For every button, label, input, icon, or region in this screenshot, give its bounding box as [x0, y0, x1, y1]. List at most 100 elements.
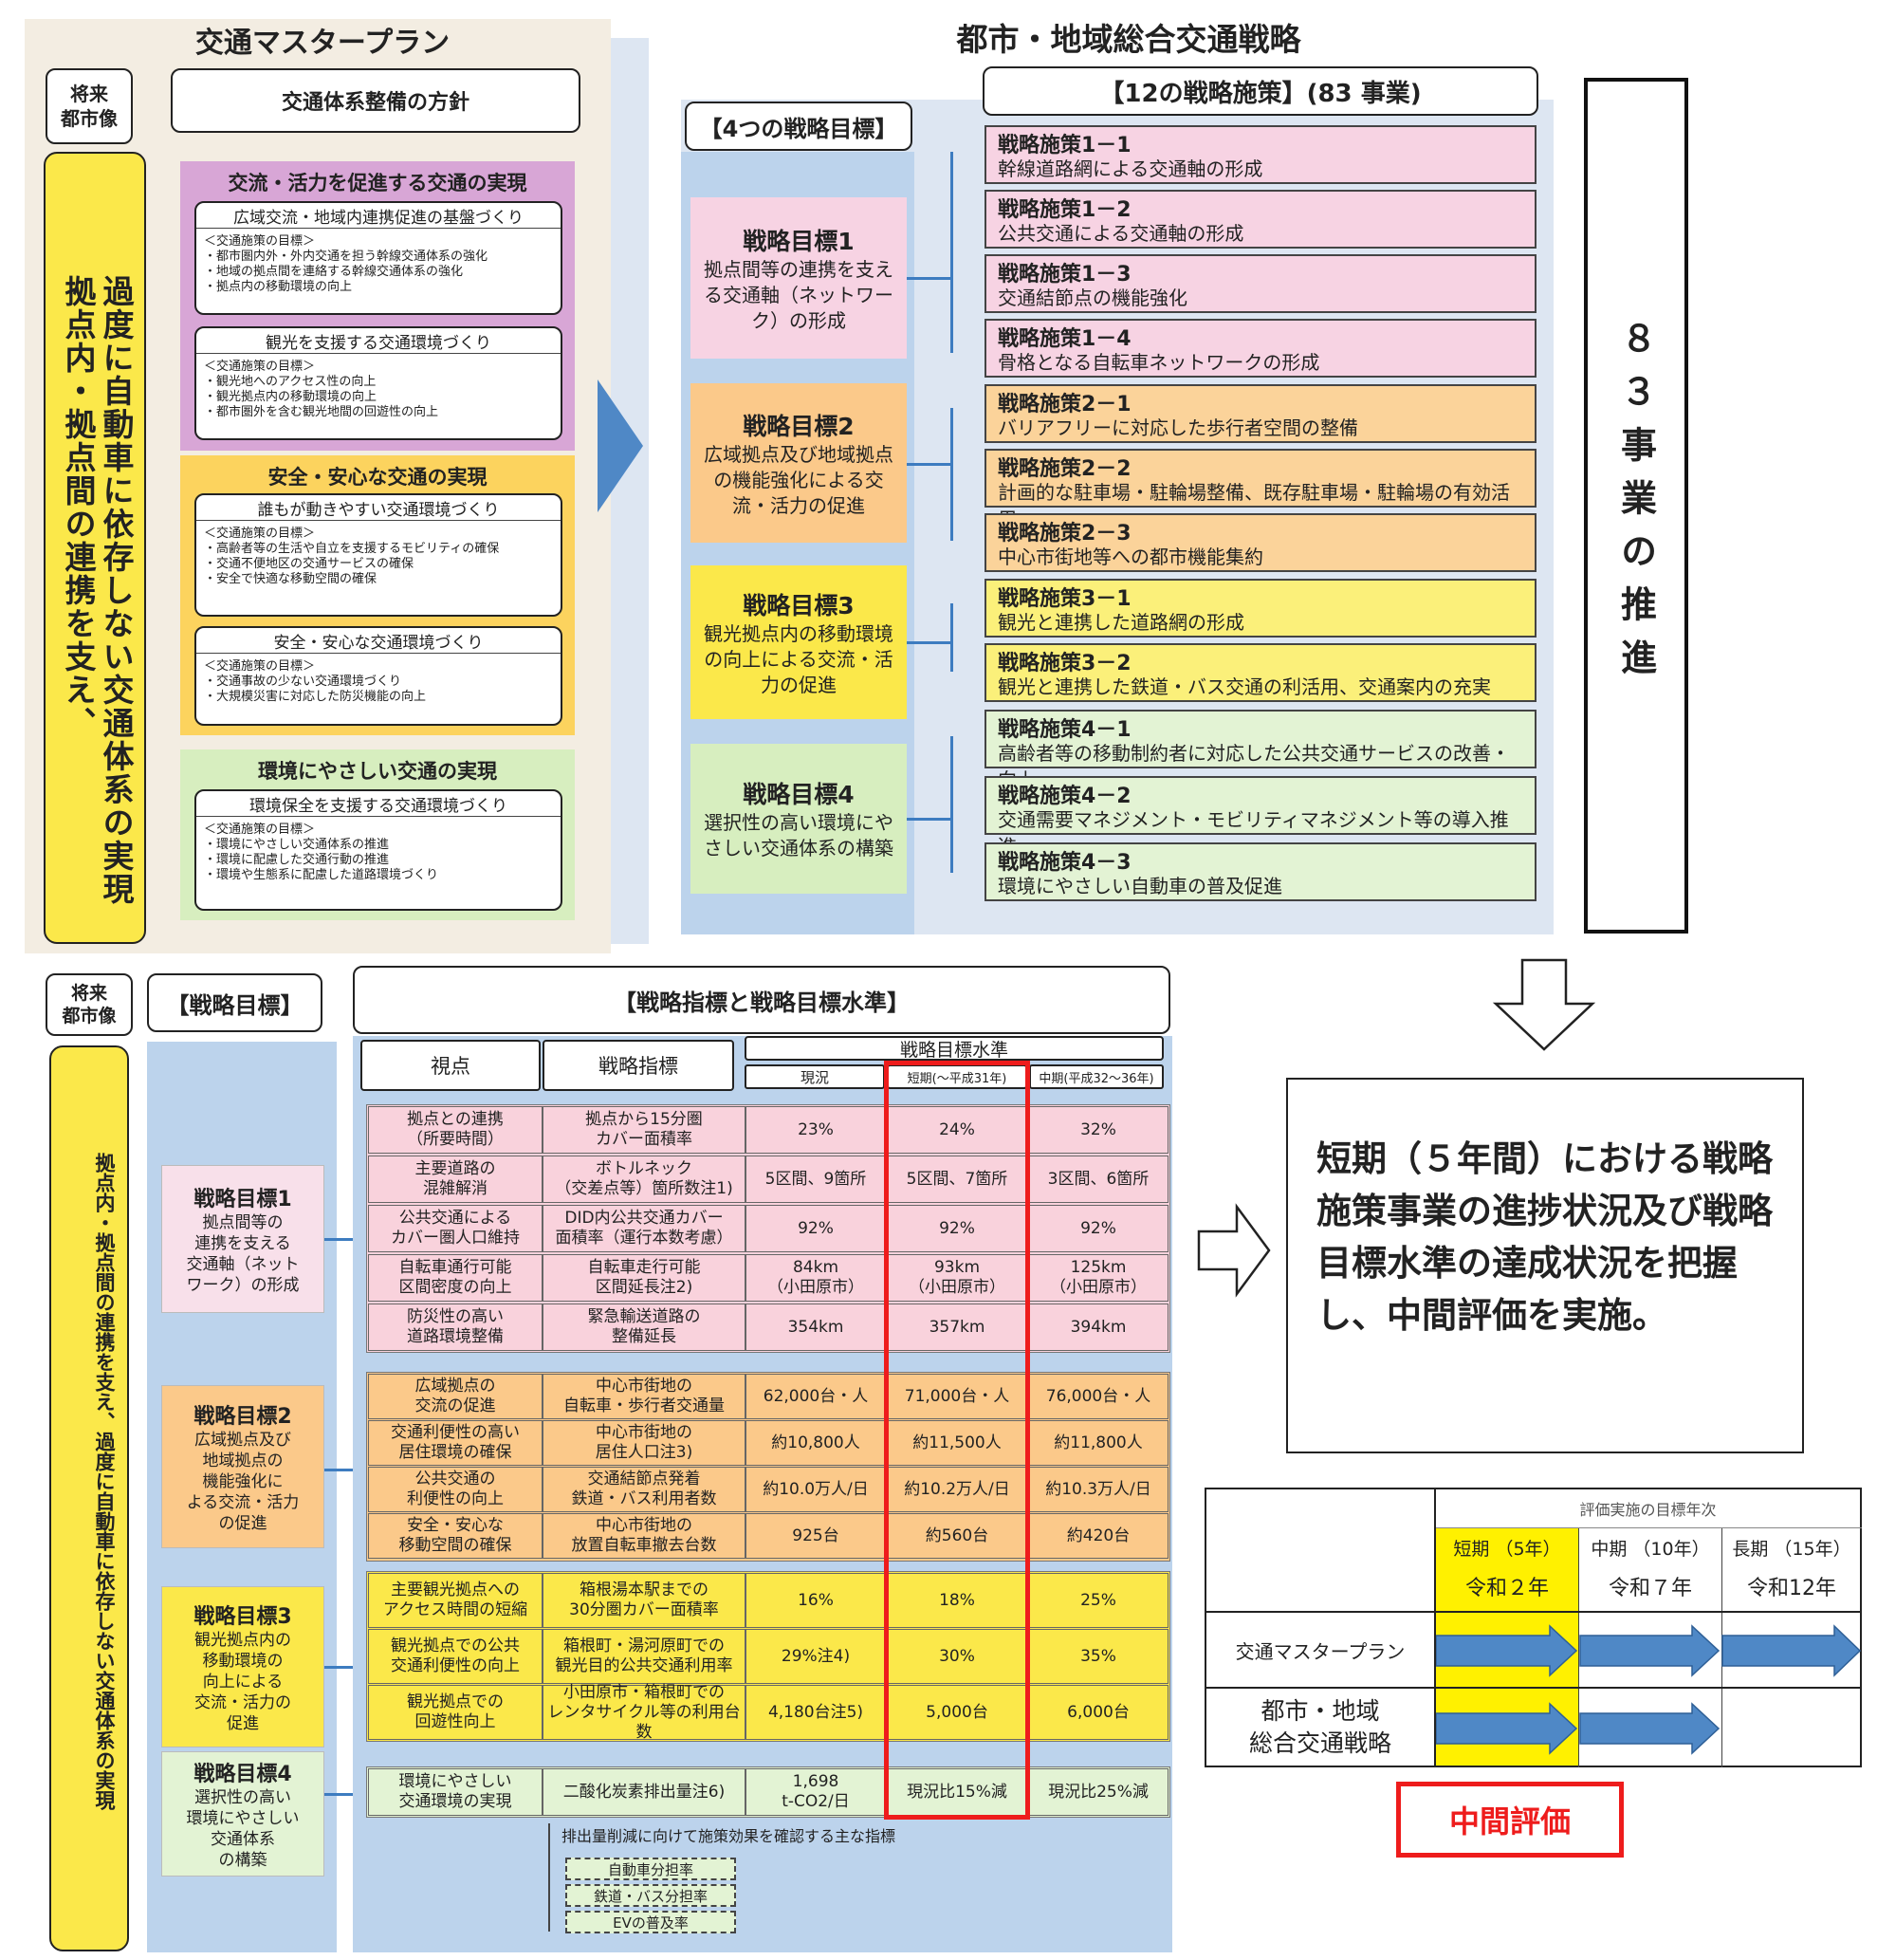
eval-hline-title: [1436, 1527, 1862, 1528]
vision-band: [44, 152, 146, 944]
row-7-viewpoint: 交通利便性の高い 居住環境の確保: [368, 1420, 543, 1466]
eval-plan-strategy: 都市・地域 総合交通戦略: [1248, 1697, 1391, 1757]
measure-2-1-text: バリアフリーに対応した歩行者空間の整備: [998, 416, 1358, 439]
master-plan-title: 交通マスタープラン: [194, 27, 451, 60]
policy-sub-2-2-title: 安全・安心な交通環境づくり: [196, 628, 561, 654]
eval-plan-master: 交通マスタープラン: [1235, 1639, 1406, 1663]
strategy-goal-1-text: 拠点間等の連携を支える交通軸（ネットワーク）の形成: [704, 257, 893, 332]
row-2-indicator: ボトルネック （交差点等）箇所数注1): [543, 1156, 745, 1203]
policy-label: 交通体系整備の方針: [171, 68, 580, 133]
measure-3-1-text: 観光と連携した道路網の形成: [998, 611, 1244, 634]
eval-period-mid: 中期 （10年）: [1591, 1538, 1710, 1560]
bottom-connector-2: [324, 1469, 364, 1471]
outline-arrow-icon: [1197, 1203, 1271, 1298]
eval-period-long: 長期 （15年）: [1732, 1538, 1851, 1560]
row-13-viewpoint: 環境にやさしい 交通環境の実現: [368, 1768, 543, 1816]
measure-4-2-title: 戦略施策4－2: [998, 785, 1132, 808]
short-term-highlight: [884, 1061, 1030, 1820]
row-12-mid: 6,000台: [1028, 1685, 1169, 1740]
bottom-goal-2: 戦略目標2 広域拠点及び 地域拠点の 機能強化に よる交流・活力 の促進: [161, 1385, 324, 1548]
policy-sub-2-1: 誰もが動きやすい交通環境づくり ＜交通施策の目標＞ ・高齢者等の生活や自立を支援…: [194, 493, 562, 617]
row-4-indicator: 自転車走行可能 区間延長注2): [543, 1254, 745, 1302]
strategy-title: 都市・地域総合交通戦略: [956, 21, 1301, 58]
evaluation-summary-text: 短期（５年間）における戦略施策事業の進捗状況及び戦略目標水準の達成状況を把握し、…: [1316, 1138, 1773, 1336]
measure-1-1-text: 幹線道路網による交通軸の形成: [998, 157, 1263, 180]
row-2-mid: 3区間、6箇所: [1028, 1156, 1169, 1203]
strategy-goal-4-text: 選択性の高い環境にやさしい交通体系の構築: [704, 811, 893, 860]
measure-4-3-text: 環境にやさしい自動車の普及促進: [998, 875, 1282, 897]
bottom-goal-2-text: 広域拠点及び 地域拠点の 機能強化に よる交流・活力 の促進: [186, 1431, 300, 1533]
row-9-indicator: 中心市街地の 放置自転車撤去台数: [543, 1513, 745, 1559]
table-group-4: [366, 1766, 1170, 1818]
row-10-current: 16%: [745, 1573, 886, 1628]
policy-group-1-title: 交流・活力を促進する交通の実現: [228, 172, 527, 194]
emission-note: 排出量削減に向けて施策効果を確認する主な指標: [561, 1827, 896, 1845]
policy-sub-2-2: 安全・安心な交通環境づくり ＜交通施策の目標＞ ・交通事故の少ない交通環境づくり…: [194, 626, 562, 726]
row-12-viewpoint: 観光拠点での 回遊性向上: [368, 1685, 543, 1740]
row-11-indicator: 箱根町・湯河原町での 観光目的公共交通利用率: [543, 1629, 745, 1684]
midterm-evaluation-label: 中間評価: [1396, 1782, 1624, 1858]
bottom-connector-4: [324, 1793, 364, 1796]
row-7-current: 約10,800人: [745, 1420, 886, 1466]
bottom-goal-4: 戦略目標4 選択性の高い 環境にやさしい 交通体系 の構築: [161, 1751, 324, 1877]
row-3-indicator: DID内公共交通カバー 面積率（運行本数考慮）: [543, 1205, 745, 1252]
eval-vline-1: [1434, 1488, 1436, 1767]
col-level: 戦略目標水準: [745, 1036, 1164, 1061]
connector-g3-v: [950, 603, 953, 672]
row-3-mid: 92%: [1028, 1205, 1169, 1252]
connector-g4-v: [950, 736, 953, 873]
col-mid: 中期(平成32～36年): [1029, 1064, 1164, 1089]
policy-sub-1-2: 観光を支援する交通環境づくり ＜交通施策の目標＞ ・観光地へのアクセス性の向上 …: [194, 326, 562, 440]
connector-g4: [907, 818, 952, 821]
row-1-indicator: 拠点から15分圏 カバー面積率: [543, 1106, 745, 1154]
row-13-current: 1,698 t-CO2/日: [745, 1768, 886, 1816]
policy-group-3-title: 環境にやさしい交通の実現: [258, 760, 497, 783]
row-13-indicator: 二酸化炭素排出量注6): [543, 1768, 745, 1816]
row-7-indicator: 中心市街地の 居住人口注3): [543, 1420, 745, 1466]
col-indicator: 戦略指標: [543, 1040, 734, 1091]
row-2-current: 5区間、9箇所: [745, 1156, 886, 1203]
table-group-3: [366, 1571, 1170, 1742]
connector-g1: [907, 277, 952, 280]
row-12-current: 4,180台注5): [745, 1685, 886, 1740]
row-8-mid: 約10.3万人/日: [1028, 1467, 1169, 1512]
bottom-goal-1-text: 拠点間等の 連携を支える 交通軸（ネット ワーク）の形成: [186, 1213, 300, 1295]
row-5-mid: 394km: [1028, 1304, 1169, 1351]
policy-sub-1-1-title: 広域交流・地域内連携促進の基盤づくり: [196, 203, 561, 229]
row-11-mid: 35%: [1028, 1629, 1169, 1684]
row-3-viewpoint: 公共交通による カバー圏人口維持: [368, 1205, 543, 1252]
policy-sub-3-1-detail: ＜交通施策の目標＞ ・環境にやさしい交通体系の推進 ・環境に配慮した交通行動の推…: [204, 823, 439, 882]
bottom-goals-header: 【戦略目標】: [147, 973, 322, 1032]
measure-3-2-title: 戦略施策3－2: [998, 652, 1132, 675]
measure-1-3-title: 戦略施策1－3: [998, 263, 1132, 287]
connector-g3: [907, 641, 952, 644]
bottom-goal-3: 戦略目標3 観光拠点内の 移動環境の 向上による 交流・活力の 促進: [161, 1586, 324, 1747]
projects-box-text: ８３事業の推進: [1614, 320, 1657, 692]
row-1-current: 23%: [745, 1106, 886, 1154]
bottom-goal-1: 戦略目標1 拠点間等の 連携を支える 交通軸（ネット ワーク）の形成: [161, 1165, 324, 1313]
row-1-viewpoint: 拠点との連携 （所要時間）: [368, 1106, 543, 1154]
arrow-right-shape: [611, 38, 649, 944]
eval-year-mid: 令和７年: [1608, 1577, 1692, 1600]
eval-vline-2: [1578, 1528, 1579, 1767]
bottom-future-label: 将来 都市像: [46, 973, 133, 1036]
row-8-indicator: 交通結節点発着 鉄道・バス利用者数: [543, 1467, 745, 1512]
bottom-table-header: 【戦略指標と戦略目標水準】: [353, 966, 1170, 1034]
row-11-current: 29%注4): [745, 1629, 886, 1684]
policy-group-2-title: 安全・安心な交通の実現: [267, 466, 488, 489]
measure-2-2-title: 戦略施策2－2: [998, 457, 1132, 481]
evaluation-summary-box: 短期（５年間）における戦略施策事業の進捗状況及び戦略目標水準の達成状況を把握し、…: [1286, 1078, 1804, 1453]
row-8-viewpoint: 公共交通の 利便性の向上: [368, 1467, 543, 1512]
measure-3-1-title: 戦略施策3－1: [998, 587, 1132, 611]
row-13-mid: 現況比25%減: [1028, 1768, 1169, 1816]
row-3-current: 92%: [745, 1205, 886, 1252]
measure-1-4-text: 骨格となる自転車ネットワークの形成: [998, 351, 1320, 374]
connector-g1-v: [950, 152, 953, 353]
row-1-mid: 32%: [1028, 1106, 1169, 1154]
strategy-goal-2-title: 戦略目標2: [743, 412, 855, 440]
